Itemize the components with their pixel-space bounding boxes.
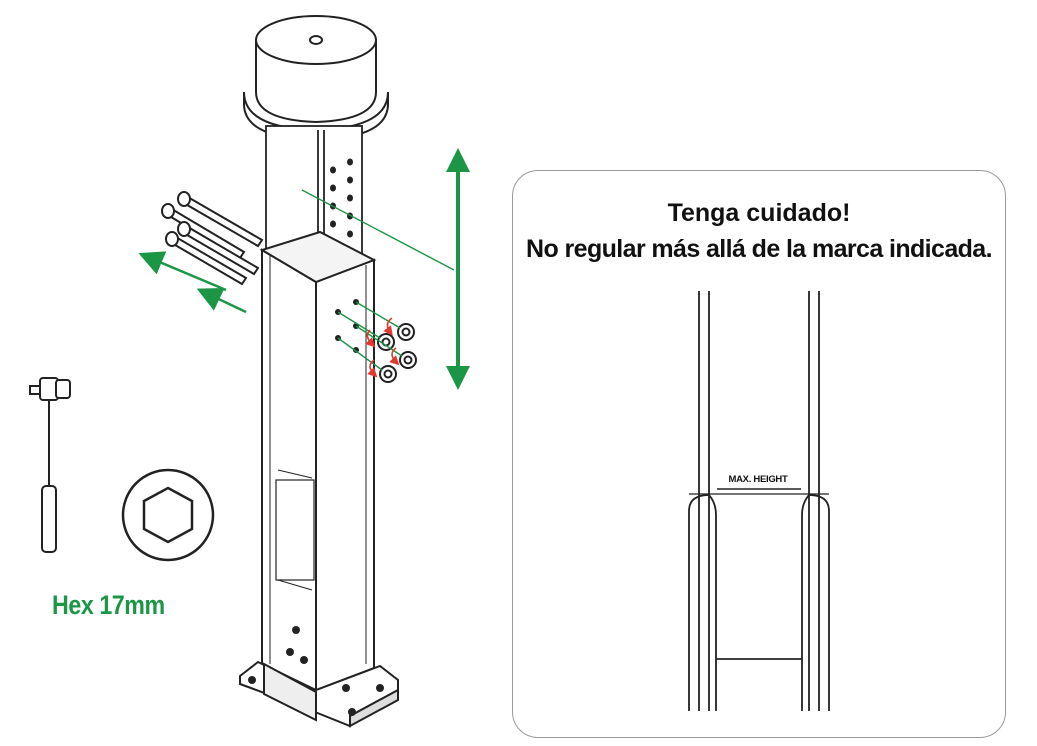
nuts bbox=[377, 323, 417, 383]
ratchet-wrench-icon bbox=[29, 377, 71, 553]
tool-size-label: Hex 17mm bbox=[52, 590, 165, 620]
warning-panel: Tenga cuidado! No regular más allá de la… bbox=[512, 170, 1006, 738]
warning-text: No regular más allá de la marca indicada… bbox=[526, 235, 993, 263]
hex-socket-icon bbox=[121, 468, 215, 562]
max-height-detail bbox=[688, 291, 830, 711]
max-height-label: MAX. HEIGHT bbox=[728, 474, 788, 485]
base-plate bbox=[239, 660, 399, 728]
warning-title: Tenga cuidado! bbox=[667, 199, 851, 227]
top-cap bbox=[243, 15, 389, 142]
remove-arrows bbox=[138, 251, 247, 314]
bolts bbox=[161, 191, 264, 286]
double-arrow-icon bbox=[446, 148, 470, 390]
rotate-arrows bbox=[365, 317, 400, 378]
guide-lines bbox=[301, 189, 455, 371]
